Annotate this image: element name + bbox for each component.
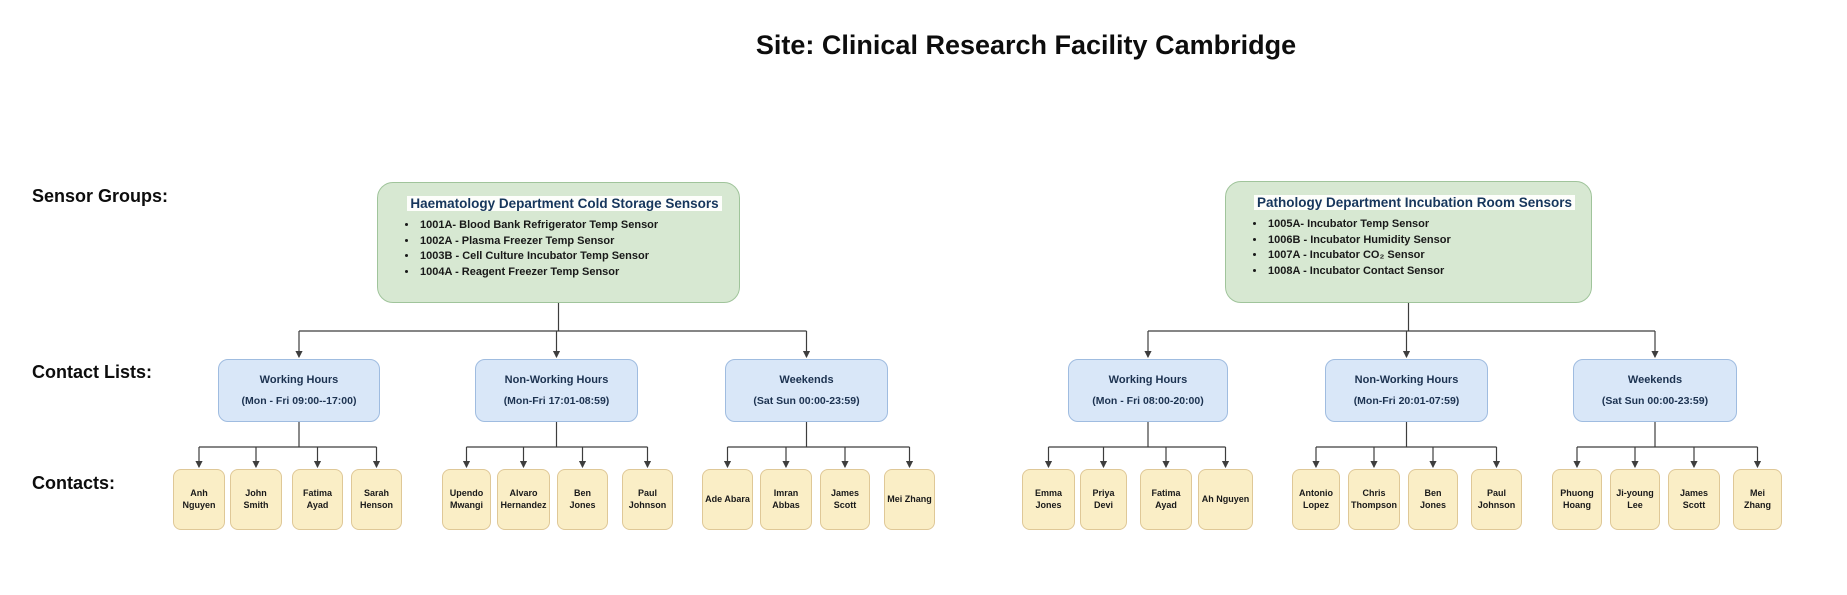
sensor-group-node: Pathology Department Incubation Room Sen… bbox=[1225, 181, 1592, 303]
contact-node: James Scott bbox=[1668, 469, 1720, 530]
contact-list-node: Non-Working Hours (Mon-Fri 17:01-08:59) bbox=[475, 359, 638, 422]
contact-list-node: Working Hours (Mon - Fri 09:00--17:00) bbox=[218, 359, 380, 422]
contact-list-node: Weekends (Sat Sun 00:00-23:59) bbox=[725, 359, 888, 422]
row-label-sensor-groups: Sensor Groups: bbox=[32, 186, 169, 206]
contact-node: Paul Johnson bbox=[622, 469, 673, 530]
contact-node: Chris Thompson bbox=[1348, 469, 1400, 530]
contact-node: Imran Abbas bbox=[760, 469, 812, 530]
contact-node: Ji-young Lee bbox=[1610, 469, 1660, 530]
contact-list-name: Weekends bbox=[779, 374, 834, 386]
sensor-item: 1004A - Reagent Freezer Temp Sensor bbox=[418, 265, 727, 281]
page-title: Site: Clinical Research Facility Cambrid… bbox=[755, 30, 1297, 60]
contact-node: Fatima Ayad bbox=[292, 469, 343, 530]
contact-node: James Scott bbox=[820, 469, 870, 530]
contact-node: Emma Jones bbox=[1022, 469, 1075, 530]
contact-list-schedule: (Mon-Fri 17:01-08:59) bbox=[503, 395, 610, 407]
sensor-item: 1006B - Incubator Humidity Sensor bbox=[1266, 233, 1579, 249]
contact-node: Fatima Ayad bbox=[1140, 469, 1192, 530]
contact-list-schedule: (Sat Sun 00:00-23:59) bbox=[753, 395, 860, 407]
sensor-item: 1001A- Blood Bank Refrigerator Temp Sens… bbox=[418, 218, 727, 234]
contact-node: Mei Zhang bbox=[1733, 469, 1782, 530]
contact-list-node: Weekends (Sat Sun 00:00-23:59) bbox=[1573, 359, 1737, 422]
contact-list-name: Non-Working Hours bbox=[1354, 374, 1459, 386]
sensor-group-title: Haematology Department Cold Storage Sens… bbox=[402, 196, 727, 211]
contact-list-name: Working Hours bbox=[1108, 374, 1188, 386]
contact-node: Anh Nguyen bbox=[173, 469, 225, 530]
contact-node: Ben Jones bbox=[1408, 469, 1458, 530]
contact-list-node: Non-Working Hours (Mon-Fri 20:01-07:59) bbox=[1325, 359, 1488, 422]
contact-node: Ade Abara bbox=[702, 469, 753, 530]
contact-list-name: Non-Working Hours bbox=[504, 374, 609, 386]
sensor-group-title: Pathology Department Incubation Room Sen… bbox=[1250, 195, 1579, 210]
contact-list-name: Weekends bbox=[1627, 374, 1683, 386]
contact-node: John Smith bbox=[230, 469, 282, 530]
contact-list-schedule: (Sat Sun 00:00-23:59) bbox=[1601, 395, 1709, 407]
contact-list-schedule: (Mon-Fri 20:01-07:59) bbox=[1353, 395, 1460, 407]
row-label-contact-lists: Contact Lists: bbox=[32, 362, 153, 382]
contact-node: Priya Devi bbox=[1080, 469, 1127, 530]
contact-node: Alvaro Hernandez bbox=[497, 469, 550, 530]
sensor-list: 1005A- Incubator Temp Sensor 1006B - Inc… bbox=[1266, 217, 1579, 279]
contact-node: Ben Jones bbox=[557, 469, 608, 530]
sensor-item: 1005A- Incubator Temp Sensor bbox=[1266, 217, 1579, 233]
contact-list-node: Working Hours (Mon - Fri 08:00-20:00) bbox=[1068, 359, 1228, 422]
contact-node: Upendo Mwangi bbox=[442, 469, 491, 530]
contact-node: Antonio Lopez bbox=[1292, 469, 1340, 530]
sensor-list: 1001A- Blood Bank Refrigerator Temp Sens… bbox=[418, 218, 727, 280]
contact-list-schedule: (Mon - Fri 08:00-20:00) bbox=[1092, 395, 1204, 407]
contact-node: Phuong Hoang bbox=[1552, 469, 1602, 530]
sensor-item: 1003B - Cell Culture Incubator Temp Sens… bbox=[418, 249, 727, 265]
sensor-group-node: Haematology Department Cold Storage Sens… bbox=[377, 182, 740, 303]
contact-node: Ah Nguyen bbox=[1198, 469, 1253, 530]
sensor-item: 1008A - Incubator Contact Sensor bbox=[1266, 264, 1579, 280]
sensor-item: 1002A - Plasma Freezer Temp Sensor bbox=[418, 234, 727, 250]
contact-node: Paul Johnson bbox=[1471, 469, 1522, 530]
contact-node: Sarah Henson bbox=[351, 469, 402, 530]
contact-list-schedule: (Mon - Fri 09:00--17:00) bbox=[241, 395, 357, 407]
contact-node: Mei Zhang bbox=[884, 469, 935, 530]
row-label-contacts: Contacts: bbox=[32, 473, 116, 493]
contact-list-name: Working Hours bbox=[259, 374, 339, 386]
sensor-item: 1007A - Incubator CO₂ Sensor bbox=[1266, 248, 1579, 264]
